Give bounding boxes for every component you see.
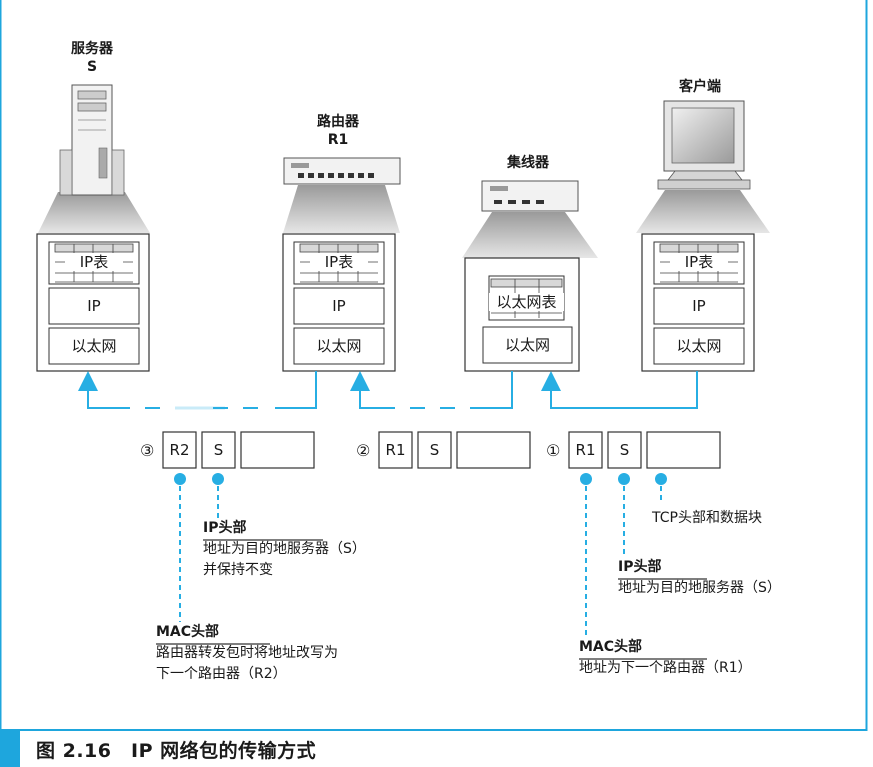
note-mac-left-title: MAC头部 xyxy=(156,624,220,640)
packet2-ip-label: S xyxy=(429,441,440,459)
note-ip-left-title: IP头部 xyxy=(203,520,247,536)
note-ip-right-title: IP头部 xyxy=(618,559,662,575)
packet3-data-box xyxy=(240,431,315,469)
router-label: 路由器 R1 xyxy=(317,114,359,148)
packet1-mac-label: R1 xyxy=(575,441,596,459)
client-ethernet-label: 以太网 xyxy=(676,337,722,355)
hub-ethernet-label: 以太网 xyxy=(504,336,550,354)
packet2-data-box xyxy=(456,431,531,469)
note-mac-left: MAC头部 路由器转发包时将地址改写为 下一个路由器（R2） xyxy=(156,622,338,685)
client-ip-label: IP xyxy=(692,297,706,315)
note-mac-left-line1: 路由器转发包时将地址改写为 xyxy=(156,645,338,661)
hub-label: 集线器 xyxy=(507,155,549,171)
note-mac-right-line1: 地址为下一个路由器（R1） xyxy=(579,660,752,676)
packet1-ip-box xyxy=(607,431,642,469)
packet2-mac-label: R1 xyxy=(385,441,406,459)
router-ip-label: IP xyxy=(332,297,346,315)
server-icon xyxy=(38,84,150,233)
client-iptable-label: IP表 xyxy=(670,253,728,271)
client-computer-icon xyxy=(636,100,770,233)
packet1-data-box xyxy=(646,431,721,469)
hub-icon xyxy=(462,180,598,258)
server-ethernet-label: 以太网 xyxy=(71,337,117,355)
packet3-mac-label: R2 xyxy=(169,441,190,459)
packet3-number: ③ xyxy=(140,441,155,460)
note-ip-left: IP头部 地址为目的地服务器（S） 并保持不变 xyxy=(203,518,366,581)
note-ip-right: IP头部 地址为目的地服务器（S） xyxy=(618,557,781,599)
server-ip-label: IP xyxy=(87,297,101,315)
packet3-ip-box xyxy=(201,431,236,469)
packet1-number: ① xyxy=(546,441,561,460)
note-ip-left-line1: 地址为目的地服务器（S） xyxy=(203,541,366,557)
packet1-ip-label: S xyxy=(619,441,630,459)
caption-accent-bar xyxy=(0,730,20,767)
note-ip-left-line2: 并保持不变 xyxy=(203,562,273,578)
packet2-number: ② xyxy=(356,441,371,460)
packet1-mac-box xyxy=(568,431,603,469)
router-iptable-label: IP表 xyxy=(310,253,368,271)
note-mac-right: MAC头部 地址为下一个路由器（R1） xyxy=(579,637,752,679)
packet2-mac-box xyxy=(378,431,413,469)
note-tcp-data: TCP头部和数据块 xyxy=(652,510,762,526)
router-icon xyxy=(283,157,401,233)
packet3-ip-label: S xyxy=(213,441,224,459)
figure-caption: 图 2.16 IP 网络包的传输方式 xyxy=(36,740,317,762)
note-ip-right-line1: 地址为目的地服务器（S） xyxy=(618,580,781,596)
note-mac-right-title: MAC头部 xyxy=(579,639,643,655)
server-label: 服务器 S xyxy=(71,41,113,75)
server-iptable-label: IP表 xyxy=(65,253,123,271)
router-ethernet-label: 以太网 xyxy=(316,337,362,355)
client-label: 客户端 xyxy=(679,79,721,95)
note-mac-left-line2: 下一个路由器（R2） xyxy=(156,666,287,682)
hub-ethtable-label: 以太网表 xyxy=(489,293,564,311)
packet2-ip-box xyxy=(417,431,452,469)
packet3-mac-box xyxy=(162,431,197,469)
